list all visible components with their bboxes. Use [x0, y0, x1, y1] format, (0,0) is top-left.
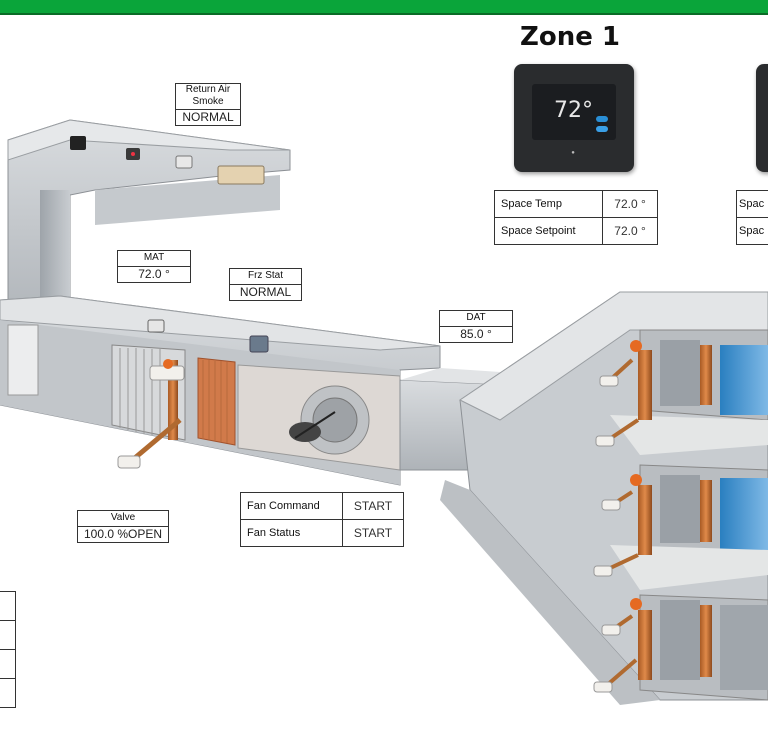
table-row[interactable]: Fan Status START [239, 519, 404, 547]
return-air-smoke-label-2: Smoke [192, 96, 224, 107]
table-row[interactable]: Space Setpoint 72.0 ° [493, 217, 658, 245]
dat-label: DAT [466, 312, 486, 323]
thermostat-display-temp: 72° [554, 98, 593, 123]
space-temp-value: 72.0 ° [602, 190, 658, 218]
thermostat-logo-icon: ● [571, 150, 575, 156]
header-bar [0, 0, 768, 15]
fan-command-label: Fan Command [239, 492, 344, 520]
table-row[interactable]: Spac [736, 190, 768, 218]
return-air-smoke-point[interactable]: Return Air Smoke NORMAL [175, 83, 241, 126]
dat-value: 85.0 ° [440, 326, 512, 342]
thermostat-up-icon [596, 116, 608, 122]
valve-point[interactable]: Valve 100.0 %OPEN [77, 510, 169, 543]
zone-title: Zone 1 [520, 22, 621, 52]
valve-label: Valve [110, 512, 136, 523]
table-row [0, 620, 16, 650]
table-row [0, 649, 16, 679]
frz-stat-label: Frz Stat [247, 270, 283, 281]
table-row [0, 678, 16, 708]
thermostat-zone2[interactable] [756, 64, 768, 172]
dat-point[interactable]: DAT 85.0 ° [439, 310, 513, 343]
frz-stat-point[interactable]: Frz Stat NORMAL [229, 268, 302, 301]
fan-command-value[interactable]: START [342, 492, 404, 520]
return-air-smoke-label-1: Return Air [185, 84, 231, 95]
fan-status-value: START [342, 519, 404, 547]
table-row[interactable]: Fan Command START [239, 492, 404, 520]
space-setpoint-value[interactable]: 72.0 ° [602, 217, 658, 245]
mat-value: 72.0 ° [118, 266, 190, 282]
fan-status-label: Fan Status [239, 519, 344, 547]
frz-stat-value: NORMAL [230, 284, 301, 300]
zone1-space-table: Space Temp 72.0 ° Space Setpoint 72.0 ° [493, 190, 658, 245]
zone2-space-table: Spac Spac [736, 190, 768, 245]
fan-table: Fan Command START Fan Status START [239, 492, 404, 547]
valve-value: 100.0 %OPEN [78, 526, 168, 542]
space-setpoint-label: Space Setpoint [493, 217, 604, 245]
mat-point[interactable]: MAT 72.0 ° [117, 250, 191, 283]
zone2-space-setpoint-label: Spac [736, 217, 768, 245]
thermostat-down-icon [596, 126, 608, 132]
mat-label: MAT [143, 252, 165, 263]
table-row[interactable]: Spac [736, 217, 768, 245]
space-temp-label: Space Temp [493, 190, 604, 218]
table-row [0, 591, 16, 621]
return-air-smoke-value: NORMAL [176, 109, 240, 125]
left-cropped-table [0, 591, 16, 708]
zone2-space-temp-label: Spac [736, 190, 768, 218]
thermostat-zone1[interactable]: 72° ● [514, 64, 634, 172]
table-row[interactable]: Space Temp 72.0 ° [493, 190, 658, 218]
